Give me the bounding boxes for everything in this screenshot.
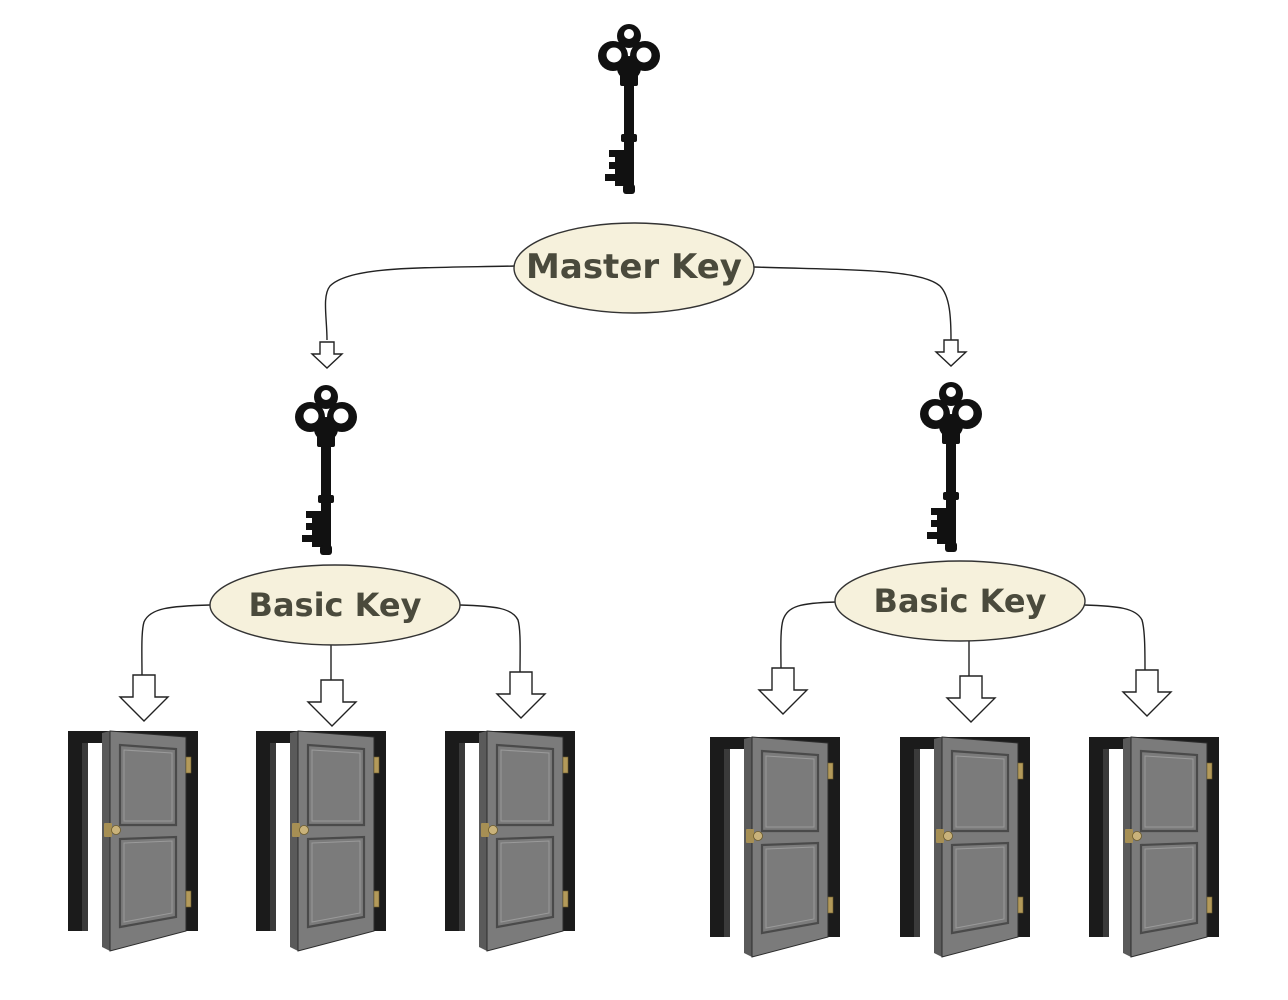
right-basic-to-door-3	[1083, 604, 1146, 673]
right-door-1-icon	[708, 735, 842, 959]
left-basic-to-door-3	[459, 604, 521, 673]
left-door-2-icon	[254, 729, 388, 953]
right-arrow-2	[946, 675, 996, 723]
right-basic-to-door-1	[780, 601, 837, 671]
master-key-node: Master Key	[513, 222, 755, 314]
master-key-icon	[598, 24, 660, 194]
right-arrow-1	[758, 667, 808, 715]
right-door-2-icon	[898, 735, 1032, 959]
master-key-label: Master Key	[526, 247, 742, 287]
left-basic-key-icon	[295, 385, 357, 555]
right-arrow-3	[1122, 669, 1172, 717]
left-arrow-1	[119, 674, 169, 722]
right-basic-key-icon	[920, 382, 982, 552]
left-basic-key-node: Basic Key	[209, 564, 461, 646]
right-door-3-icon	[1087, 735, 1221, 959]
left-arrow-3	[496, 671, 546, 719]
left-basic-key-label: Basic Key	[249, 586, 422, 624]
left-arrow-2	[307, 679, 357, 727]
master-to-right-connector	[753, 266, 952, 341]
master-to-left-connector	[324, 265, 516, 341]
master-right-arrow	[935, 339, 967, 367]
left-door-3-icon	[443, 729, 577, 953]
master-left-arrow	[311, 341, 343, 369]
left-basic-to-door-1	[141, 604, 211, 677]
right-basic-key-label: Basic Key	[874, 582, 1047, 620]
left-door-1-icon	[66, 729, 200, 953]
right-basic-key-node: Basic Key	[834, 560, 1086, 642]
